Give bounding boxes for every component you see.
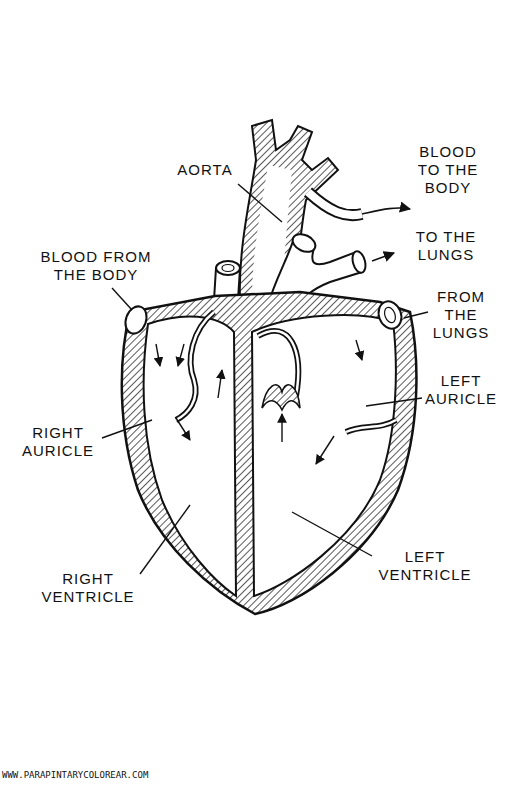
part-label: AORTA [165, 161, 245, 179]
part-label: FROM THE LUNGS [424, 288, 498, 342]
part-label: BLOOD TO THE BODY [408, 143, 488, 197]
part-label: RIGHT VENTRICLE [34, 570, 142, 606]
watermark: WWW.PARAPINTARYCOLOREAR.COM [2, 770, 148, 781]
part-label: RIGHT AURICLE [14, 424, 102, 460]
part-label: LEFT AURICLE [418, 372, 504, 408]
part-label: LEFT VENTRICLE [371, 548, 479, 584]
part-label: TO THE LUNGS [394, 228, 498, 264]
part-label: BLOOD FROM THE BODY [31, 248, 161, 284]
